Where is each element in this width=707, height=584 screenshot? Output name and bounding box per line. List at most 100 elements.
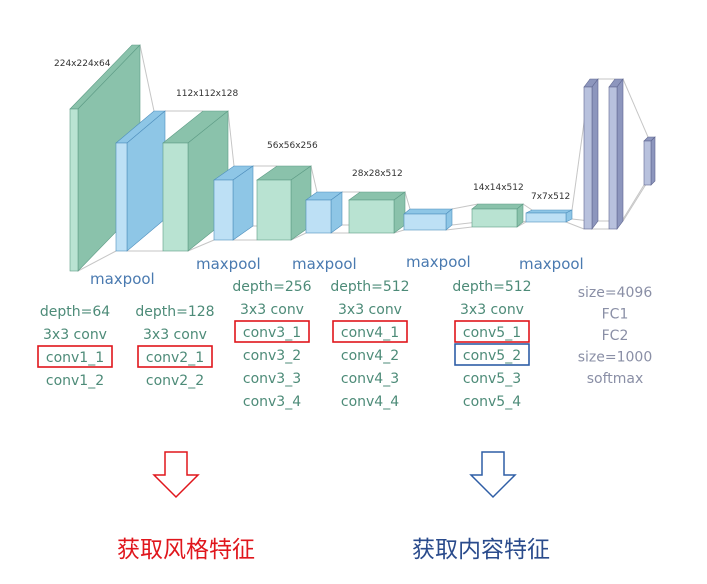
connector-line (310, 165, 318, 193)
feature-size-label: 224x224x64 (54, 59, 111, 69)
connector-line (290, 232, 307, 241)
connector-line (622, 78, 649, 138)
maxpool-label: maxpool (406, 253, 471, 271)
layer-label-depth-128: depth=128 (135, 304, 214, 320)
layer-labels: 224x224x64 112x112x128 56x56x256 28x28x512 1… (40, 59, 652, 410)
layer-label-depth-512: depth=512 (330, 279, 409, 295)
fc3-front-face (643, 140, 652, 186)
layer-label-conv4-1: conv4_1 (341, 325, 399, 341)
feature-size-label: 7x7x512 (531, 192, 570, 202)
fc1-slab (583, 78, 599, 230)
feature-size-label: 14x14x512 (473, 183, 524, 193)
layer-label-conv4-3: conv4_3 (341, 371, 399, 387)
fc-label-softmax: softmax (587, 371, 644, 387)
conv3-front-face (256, 179, 292, 241)
content-down-arrow-icon (469, 451, 517, 499)
fc3-slab (643, 136, 656, 186)
connector-line (227, 110, 235, 167)
connector-line (451, 203, 479, 210)
connector-line (187, 239, 215, 252)
conv5-front-face (471, 208, 518, 228)
content-features-caption: 获取内容特征 (412, 537, 550, 563)
layer-label-depth-64: depth=64 (40, 304, 110, 320)
connector-line (77, 250, 117, 272)
connector-line (445, 226, 473, 231)
fc-label-size-1000: size=1000 (578, 350, 653, 366)
connector-line (565, 221, 585, 230)
layer-boxes (69, 44, 656, 272)
layer-label-conv4-4: conv4_4 (341, 394, 399, 410)
layer-label-3x3-conv: 3x3 conv (240, 302, 304, 318)
layer-label-3x3-conv: 3x3 conv (338, 302, 402, 318)
fc2-slab (608, 78, 624, 230)
pool5-front-face (525, 212, 567, 223)
pool4-front-face (403, 213, 447, 231)
maxpool-label: maxpool (519, 255, 584, 273)
conv5-top-face (471, 203, 524, 210)
arrow-group (152, 451, 517, 499)
connector-line (516, 221, 527, 228)
connector-line (404, 191, 411, 210)
pool2-slab (213, 165, 254, 241)
maxpool-label: maxpool (90, 270, 155, 288)
pool5-slab (525, 209, 573, 223)
layer-label-conv5-3: conv5_3 (463, 371, 521, 387)
fc-label-fc2: FC2 (602, 328, 629, 344)
fc-label-size-4096: size=4096 (578, 285, 653, 301)
layer-label-conv3-1: conv3_1 (243, 325, 301, 341)
feature-size-label: 28x28x512 (352, 169, 403, 179)
layer-label-conv5-1: conv5_1 (463, 325, 521, 341)
style-highlight-conv5-1 (454, 320, 530, 343)
layer-label-conv4-2: conv4_2 (341, 348, 399, 364)
style-highlight-conv4-1 (332, 320, 408, 343)
style-down-arrow-icon (152, 451, 200, 499)
conv1-front-face (69, 108, 79, 272)
conv2-front-face (162, 142, 189, 252)
connector-line (522, 203, 533, 211)
conv3-slab (256, 165, 312, 241)
maxpool-label: maxpool (196, 255, 261, 273)
style-highlight-conv1-1 (37, 345, 113, 368)
fc2-front-face (608, 86, 618, 230)
layer-label-conv3-3: conv3_3 (243, 371, 301, 387)
layer-label-conv2-2: conv2_2 (146, 373, 204, 389)
pool4-top-face (403, 208, 453, 215)
fc-label-fc1: FC1 (602, 307, 629, 323)
conv4-front-face (348, 199, 395, 234)
layer-label-conv3-2: conv3_2 (243, 348, 301, 364)
feature-size-label: 112x112x128 (176, 89, 238, 99)
highlight-boxes (37, 320, 530, 368)
layer-label-conv3-4: conv3_4 (243, 394, 301, 410)
pool2-front-face (213, 179, 234, 241)
layer-label-depth-512: depth=512 (452, 279, 531, 295)
layer-label-depth-256: depth=256 (232, 279, 311, 295)
style-highlight-conv3-1 (234, 320, 310, 343)
pool3-front-face (305, 199, 332, 234)
pool3-slab (305, 191, 343, 234)
fc1-front-face (583, 86, 593, 230)
conv5-slab (471, 203, 524, 228)
conv4-slab (348, 191, 406, 234)
feature-size-label: 56x56x256 (267, 141, 318, 151)
style-highlight-conv2-1 (137, 345, 213, 368)
connector-line (393, 229, 405, 234)
pool5-top-face (525, 209, 573, 214)
fc3-side-face (650, 136, 656, 186)
connector-line (622, 180, 649, 222)
layer-label-3x3-conv: 3x3 conv (143, 327, 207, 343)
fc1-side-face (591, 78, 599, 230)
layer-label-3x3-conv: 3x3 conv (43, 327, 107, 343)
layer-label-conv5-2: conv5_2 (463, 348, 521, 364)
layer-label-conv1-1: conv1_1 (46, 350, 104, 366)
content-highlight-conv5-2 (454, 343, 530, 366)
pool1-slab (115, 110, 166, 252)
layer-label-conv2-1: conv2_1 (146, 350, 204, 366)
connector-line (139, 44, 155, 112)
layer-label-conv5-4: conv5_4 (463, 394, 521, 410)
pool4-slab (403, 208, 453, 231)
style-features-caption: 获取风格特征 (117, 537, 255, 563)
maxpool-label: maxpool (292, 255, 357, 273)
pool1-front-face (115, 142, 128, 252)
layer-label-conv1-2: conv1_2 (46, 373, 104, 389)
